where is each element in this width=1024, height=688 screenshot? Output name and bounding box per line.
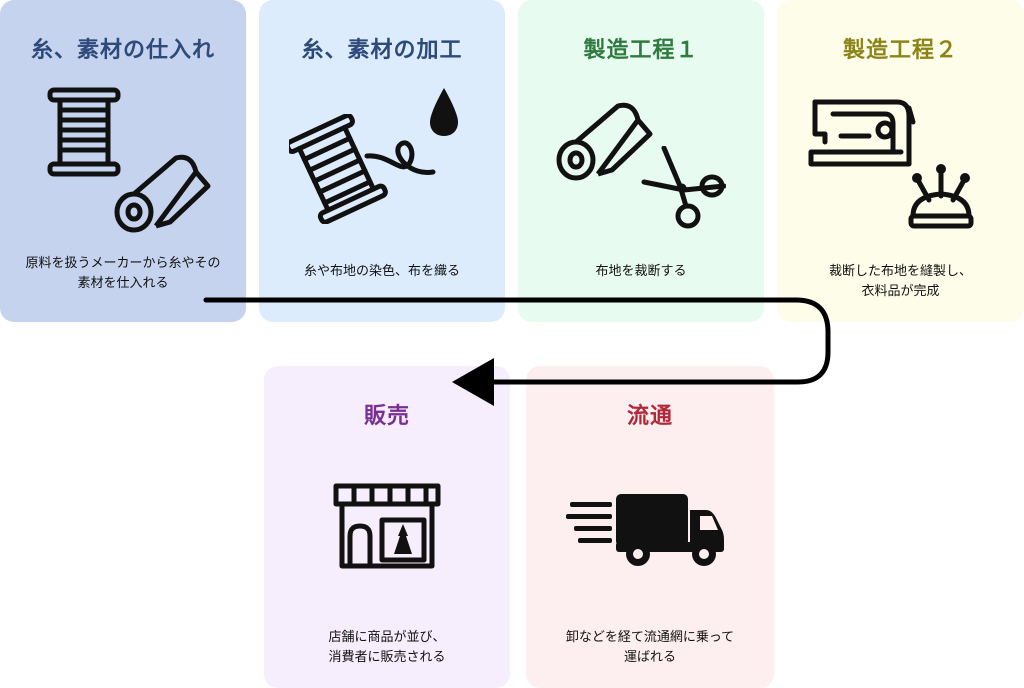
fabric-roll-icon xyxy=(114,154,211,233)
step-card-sourcing: 糸、素材の仕入れ 原料を扱うメーカーから糸やその 素材を仕入れる xyxy=(0,0,246,322)
step-description: 裁断した布地を縫製し、 衣料品が完成 xyxy=(828,264,972,299)
step-title: 製造工程１ xyxy=(583,38,699,63)
delivery-truck-icon xyxy=(566,494,724,566)
flow-connector-line xyxy=(203,297,831,385)
sewing-machine-icon xyxy=(808,99,916,167)
thread-spool-icon xyxy=(289,114,436,224)
step-title: 糸、素材の加工 xyxy=(301,38,463,63)
step-description: 原料を扱うメーカーから糸やその 素材を仕入れる xyxy=(25,256,221,291)
step-description: 糸や布地の染色、布を織る xyxy=(303,264,460,279)
dye-drop-icon xyxy=(430,88,458,136)
pincushion-icon xyxy=(908,164,974,229)
fabric-roll-icon xyxy=(556,102,653,181)
step-card-retail: 販売 店舗に商品が並び、 消費者に販売される xyxy=(264,366,510,688)
step-title: 製造工程２ xyxy=(842,38,958,63)
thread-spool-icon xyxy=(47,87,121,177)
step-description: 卸などを経て流通網に乗って 運ばれる xyxy=(565,630,735,665)
step-description: 店舗に商品が並び、 消費者に販売される xyxy=(328,630,446,665)
step-title: 糸、素材の仕入れ xyxy=(30,38,215,63)
flow-arrowhead xyxy=(452,358,494,406)
step-card-manufacturing-2: 製造工程２ 裁断した布地を縫製し、 衣料品が完成 xyxy=(777,0,1024,322)
storefront-icon xyxy=(333,483,441,569)
step-card-distribution: 流通 卸などを経て流通網に乗って 運ばれる xyxy=(526,366,774,688)
step-title: 流通 xyxy=(626,404,673,429)
step-description: 布地を裁断する xyxy=(595,264,687,279)
step-title: 販売 xyxy=(363,404,410,429)
step-card-processing: 糸、素材の加工 糸や布地の染色、布を織る xyxy=(259,0,505,322)
scissors-icon xyxy=(641,146,726,229)
step-card-manufacturing-1: 製造工程１ 布地を裁断する xyxy=(518,0,764,322)
